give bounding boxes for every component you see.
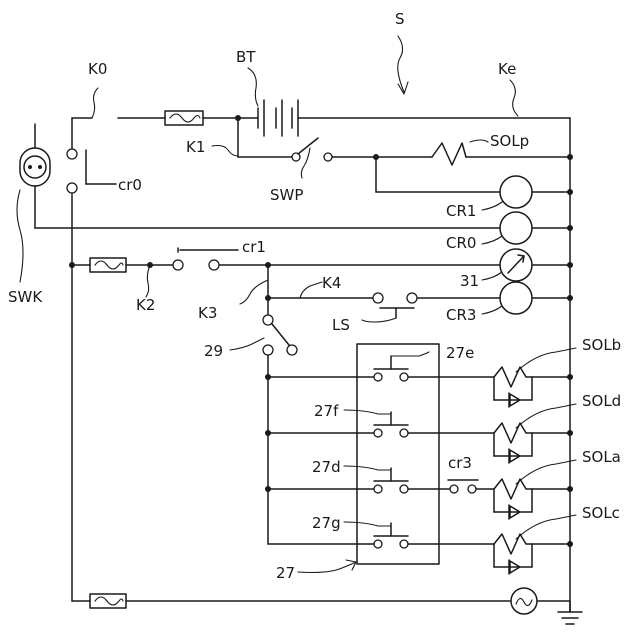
box27-leader: [298, 562, 356, 573]
k2-line: [69, 262, 573, 268]
meter-leader: [482, 272, 502, 280]
cr0-contact: [67, 149, 116, 193]
k1-label: K1: [186, 138, 205, 156]
solenoid-coil-icon: [494, 423, 532, 443]
sold-leader: [516, 404, 576, 428]
ke-label: Ke: [498, 60, 516, 78]
k3-k4-line: [265, 262, 573, 314]
swp-switch: [292, 138, 332, 161]
system-arrow: [398, 36, 408, 94]
switch-27e: [374, 356, 408, 381]
k0-label: K0: [88, 60, 107, 78]
cr1-contact: [173, 248, 238, 270]
k1-leader: [212, 146, 238, 157]
cr1-branch: [373, 154, 573, 195]
key-switch-icon: [20, 124, 50, 228]
relay-coil-icon: [500, 176, 532, 208]
ke-leader: [510, 80, 518, 116]
swk-label: SWK: [8, 288, 43, 306]
relay-coil-icon: [500, 282, 532, 314]
lamp-icon: [511, 588, 537, 614]
fuse-icon: [165, 111, 203, 125]
ls-leader: [362, 318, 396, 322]
sol-group-c: [494, 534, 532, 574]
cr3-contact-label: cr3: [448, 454, 472, 472]
k4-leader: [300, 282, 322, 298]
solc-label: SOLc: [582, 504, 620, 522]
cr0-coil-label: CR0: [446, 234, 476, 252]
sw27f-label: 27f: [314, 402, 339, 420]
box27-arrow: [346, 560, 356, 570]
swp-label: SWP: [270, 186, 303, 204]
cr0-contact-label: cr0: [118, 176, 142, 194]
box27-label: 27: [276, 564, 295, 582]
solenoid-coil-icon: [432, 143, 466, 165]
selector-label: 29: [204, 342, 223, 360]
sw27e-leader: [391, 352, 429, 356]
cr0-leader: [482, 236, 502, 244]
solenoid-coil-icon: [494, 534, 532, 554]
battery-icon: [258, 100, 298, 136]
fuse-icon: [90, 258, 126, 272]
switch-27d: [374, 468, 408, 493]
fuse-icon: [90, 594, 126, 608]
solenoid-coil-icon: [494, 479, 532, 499]
switch-27f: [374, 412, 408, 437]
solc-leader: [516, 515, 576, 539]
sol-group-d: [494, 423, 532, 463]
k3-label: K3: [198, 304, 217, 322]
sw27g-label: 27g: [312, 514, 341, 532]
bt-label: BT: [236, 48, 256, 66]
sw27d-label: 27d: [312, 458, 341, 476]
solp-label: SOLp: [490, 132, 529, 150]
solenoid-coil-icon: [494, 367, 532, 387]
meter-gauge-icon: [500, 249, 532, 281]
sw27e-label: 27e: [446, 344, 474, 362]
sol-group-b: [494, 367, 532, 407]
sola-label: SOLa: [582, 448, 621, 466]
selector-leader: [230, 338, 264, 350]
sw27d-leader: [344, 466, 391, 470]
k0-leader: [92, 88, 98, 118]
cr3-leader: [482, 306, 502, 314]
cr3-coil-label: CR3: [446, 306, 476, 324]
k2-label: K2: [136, 296, 155, 314]
cr1-label: CR1: [446, 202, 476, 220]
sola-leader: [516, 460, 576, 484]
switch-27g: [374, 523, 408, 548]
k4-label: K4: [322, 274, 341, 292]
sw27g-leader: [344, 522, 391, 526]
selector-switch-29: [263, 315, 297, 544]
system-label: S: [395, 10, 405, 28]
ls-label: LS: [332, 316, 350, 334]
k2-leader: [146, 265, 150, 297]
k3-leader: [240, 280, 268, 304]
cr1-contact-label: cr1: [242, 238, 266, 256]
ground-icon: [558, 601, 582, 624]
solb-leader: [516, 348, 576, 372]
bt-leader: [248, 68, 258, 106]
sol-group-a: [494, 479, 532, 519]
swp-leader: [301, 148, 310, 178]
swk-leader: [17, 190, 23, 282]
cr1-leader: [482, 202, 502, 210]
cr0-branch: [35, 225, 573, 231]
ls-switch: [373, 293, 417, 318]
meter-label: 31: [460, 272, 479, 290]
solp-leader: [470, 140, 488, 142]
sw27f-leader: [344, 410, 391, 414]
relay-coil-icon: [500, 212, 532, 244]
solb-label: SOLb: [582, 336, 621, 354]
cr3-contact: [448, 480, 478, 493]
sold-label: SOLd: [582, 392, 621, 410]
